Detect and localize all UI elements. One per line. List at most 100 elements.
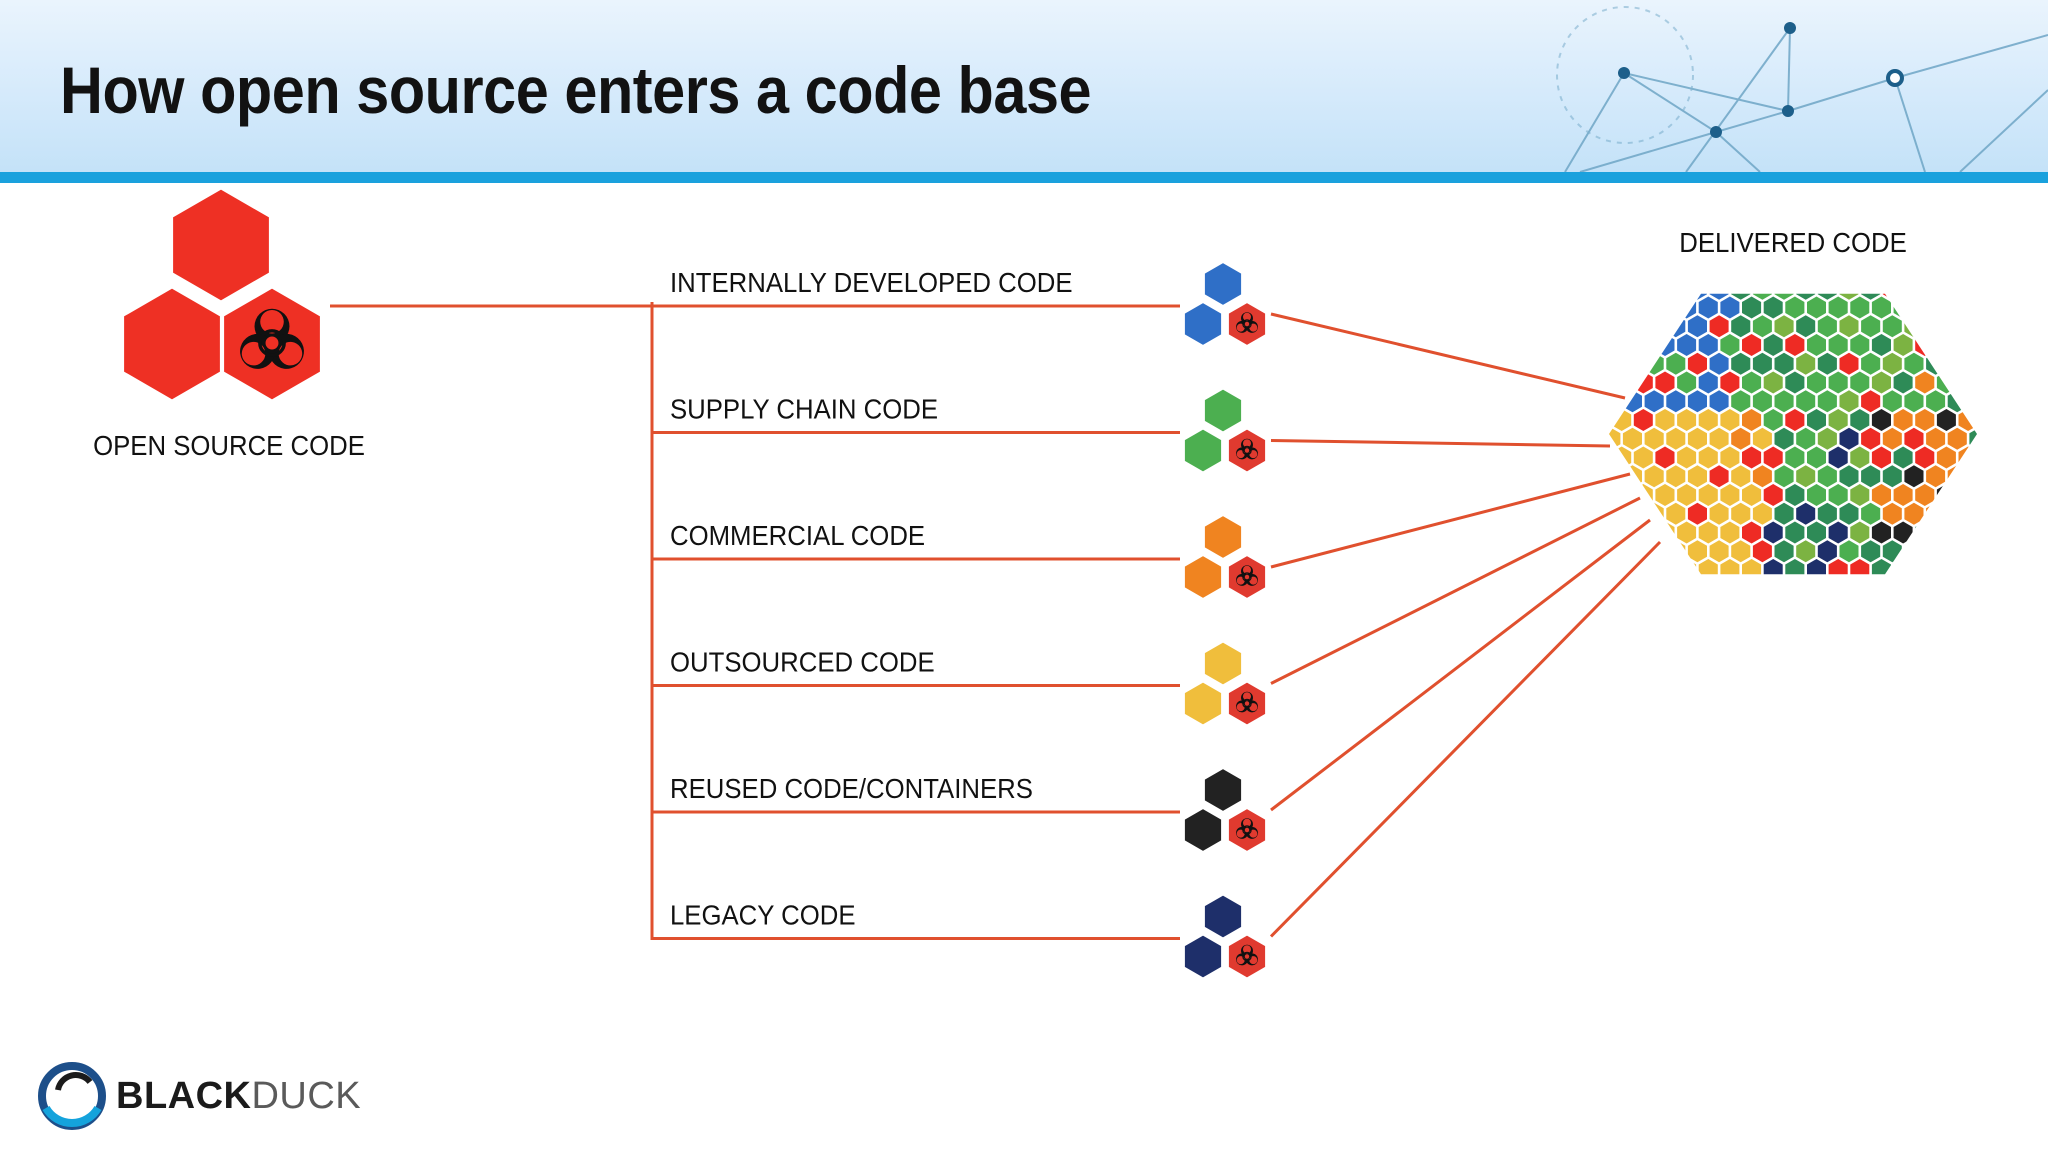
code-cell — [1861, 502, 1881, 525]
code-cell — [1969, 578, 1988, 600]
code-cell — [1894, 259, 1913, 281]
code-cell — [1839, 502, 1859, 525]
code-cell — [1666, 502, 1686, 525]
category-hex-left — [1182, 427, 1224, 474]
code-cell — [1817, 502, 1837, 525]
code-cell — [1731, 293, 1751, 300]
code-cell — [1742, 371, 1762, 394]
code-cell — [1818, 615, 1837, 637]
code-cell — [1948, 615, 1967, 637]
code-cell — [1666, 578, 1685, 600]
code-cell — [1710, 578, 1729, 600]
code-cell — [1947, 293, 1967, 300]
code-cell — [1958, 371, 1977, 394]
code-cell — [2013, 240, 2032, 262]
code-cell — [1980, 597, 1999, 619]
code-cell — [1904, 352, 1924, 375]
code-cell — [1580, 390, 1599, 412]
code-cell — [2013, 578, 2032, 600]
code-cell — [1904, 293, 1924, 300]
code-cell — [1655, 334, 1675, 356]
code-cell — [1926, 502, 1946, 525]
code-cell — [1980, 672, 1999, 694]
code-cell — [1991, 615, 2010, 637]
brand-part-black: BLACK — [116, 1074, 252, 1117]
code-cell — [1731, 690, 1750, 712]
code-cell — [1947, 465, 1967, 488]
code-cell — [2002, 672, 2021, 694]
code-cell — [1817, 540, 1837, 563]
code-cell — [1871, 296, 1891, 319]
code-cell — [1709, 390, 1729, 413]
code-cell — [1666, 293, 1686, 300]
category-row: SUPPLY CHAIN CODE — [652, 387, 1268, 474]
code-cell — [1731, 427, 1751, 450]
code-cell — [1633, 334, 1653, 356]
code-cell — [1688, 690, 1707, 712]
code-cell — [1818, 578, 1837, 600]
code-cell — [1796, 465, 1816, 488]
code-cell — [2002, 634, 2021, 656]
code-cell — [1991, 540, 2010, 562]
code-cell — [1742, 672, 1761, 694]
code-cell — [1687, 352, 1707, 375]
code-cell — [2002, 522, 2021, 544]
code-cell — [1569, 634, 1588, 656]
code-cell — [1731, 540, 1751, 563]
code-cell — [1817, 465, 1837, 488]
code-cell — [1840, 615, 1859, 637]
code-cell — [1644, 465, 1664, 488]
code-cell — [1947, 315, 1967, 338]
code-cell — [1969, 465, 1977, 488]
code-cell — [1752, 502, 1772, 525]
code-cell — [1969, 615, 1988, 637]
code-cell — [1720, 634, 1739, 656]
code-cell — [1926, 615, 1945, 637]
code-cell — [1731, 578, 1750, 600]
code-cell — [1882, 427, 1902, 450]
code-cell — [1655, 484, 1675, 506]
code-cell — [1763, 334, 1783, 356]
code-cell — [1926, 293, 1946, 300]
code-cell — [1807, 484, 1826, 506]
code-cell — [1861, 352, 1881, 375]
code-cell — [1882, 465, 1902, 488]
code-cell — [1666, 690, 1685, 712]
category-label: SUPPLY CHAIN CODE — [670, 394, 938, 425]
code-cell — [1947, 427, 1967, 450]
code-cell — [1720, 371, 1740, 394]
code-cell — [1698, 559, 1718, 575]
category-hex-left — [1182, 553, 1224, 601]
code-cell — [1958, 446, 1977, 469]
code-cell — [1609, 446, 1610, 469]
code-cell — [1633, 371, 1653, 394]
code-cell — [1937, 672, 1956, 694]
code-cell — [1774, 502, 1794, 525]
code-cell — [1904, 502, 1924, 525]
code-cell — [1677, 371, 1697, 394]
code-cell — [1752, 315, 1772, 338]
code-cell — [1936, 446, 1956, 469]
code-cell — [1644, 427, 1664, 450]
code-cell — [1861, 315, 1881, 338]
code-cell — [2013, 278, 2032, 300]
code-cell — [1829, 259, 1848, 281]
category-label: LEGACY CODE — [670, 900, 856, 931]
code-cell — [2013, 653, 2032, 675]
code-cell — [1882, 315, 1902, 338]
code-cell — [1623, 653, 1642, 675]
code-cell — [1969, 653, 1988, 675]
code-cell — [2013, 540, 2032, 562]
code-cell — [1569, 597, 1588, 619]
code-cell — [1622, 540, 1642, 563]
code-cell — [1623, 615, 1642, 637]
code-cell — [1893, 446, 1913, 469]
code-cell — [1958, 409, 1977, 431]
code-cell — [1883, 653, 1902, 675]
code-cell — [1882, 502, 1902, 525]
code-cell — [1796, 653, 1815, 675]
code-cell — [1655, 371, 1675, 394]
code-cell — [1969, 293, 1977, 300]
code-cell — [1742, 296, 1762, 319]
code-cell — [1666, 390, 1686, 413]
